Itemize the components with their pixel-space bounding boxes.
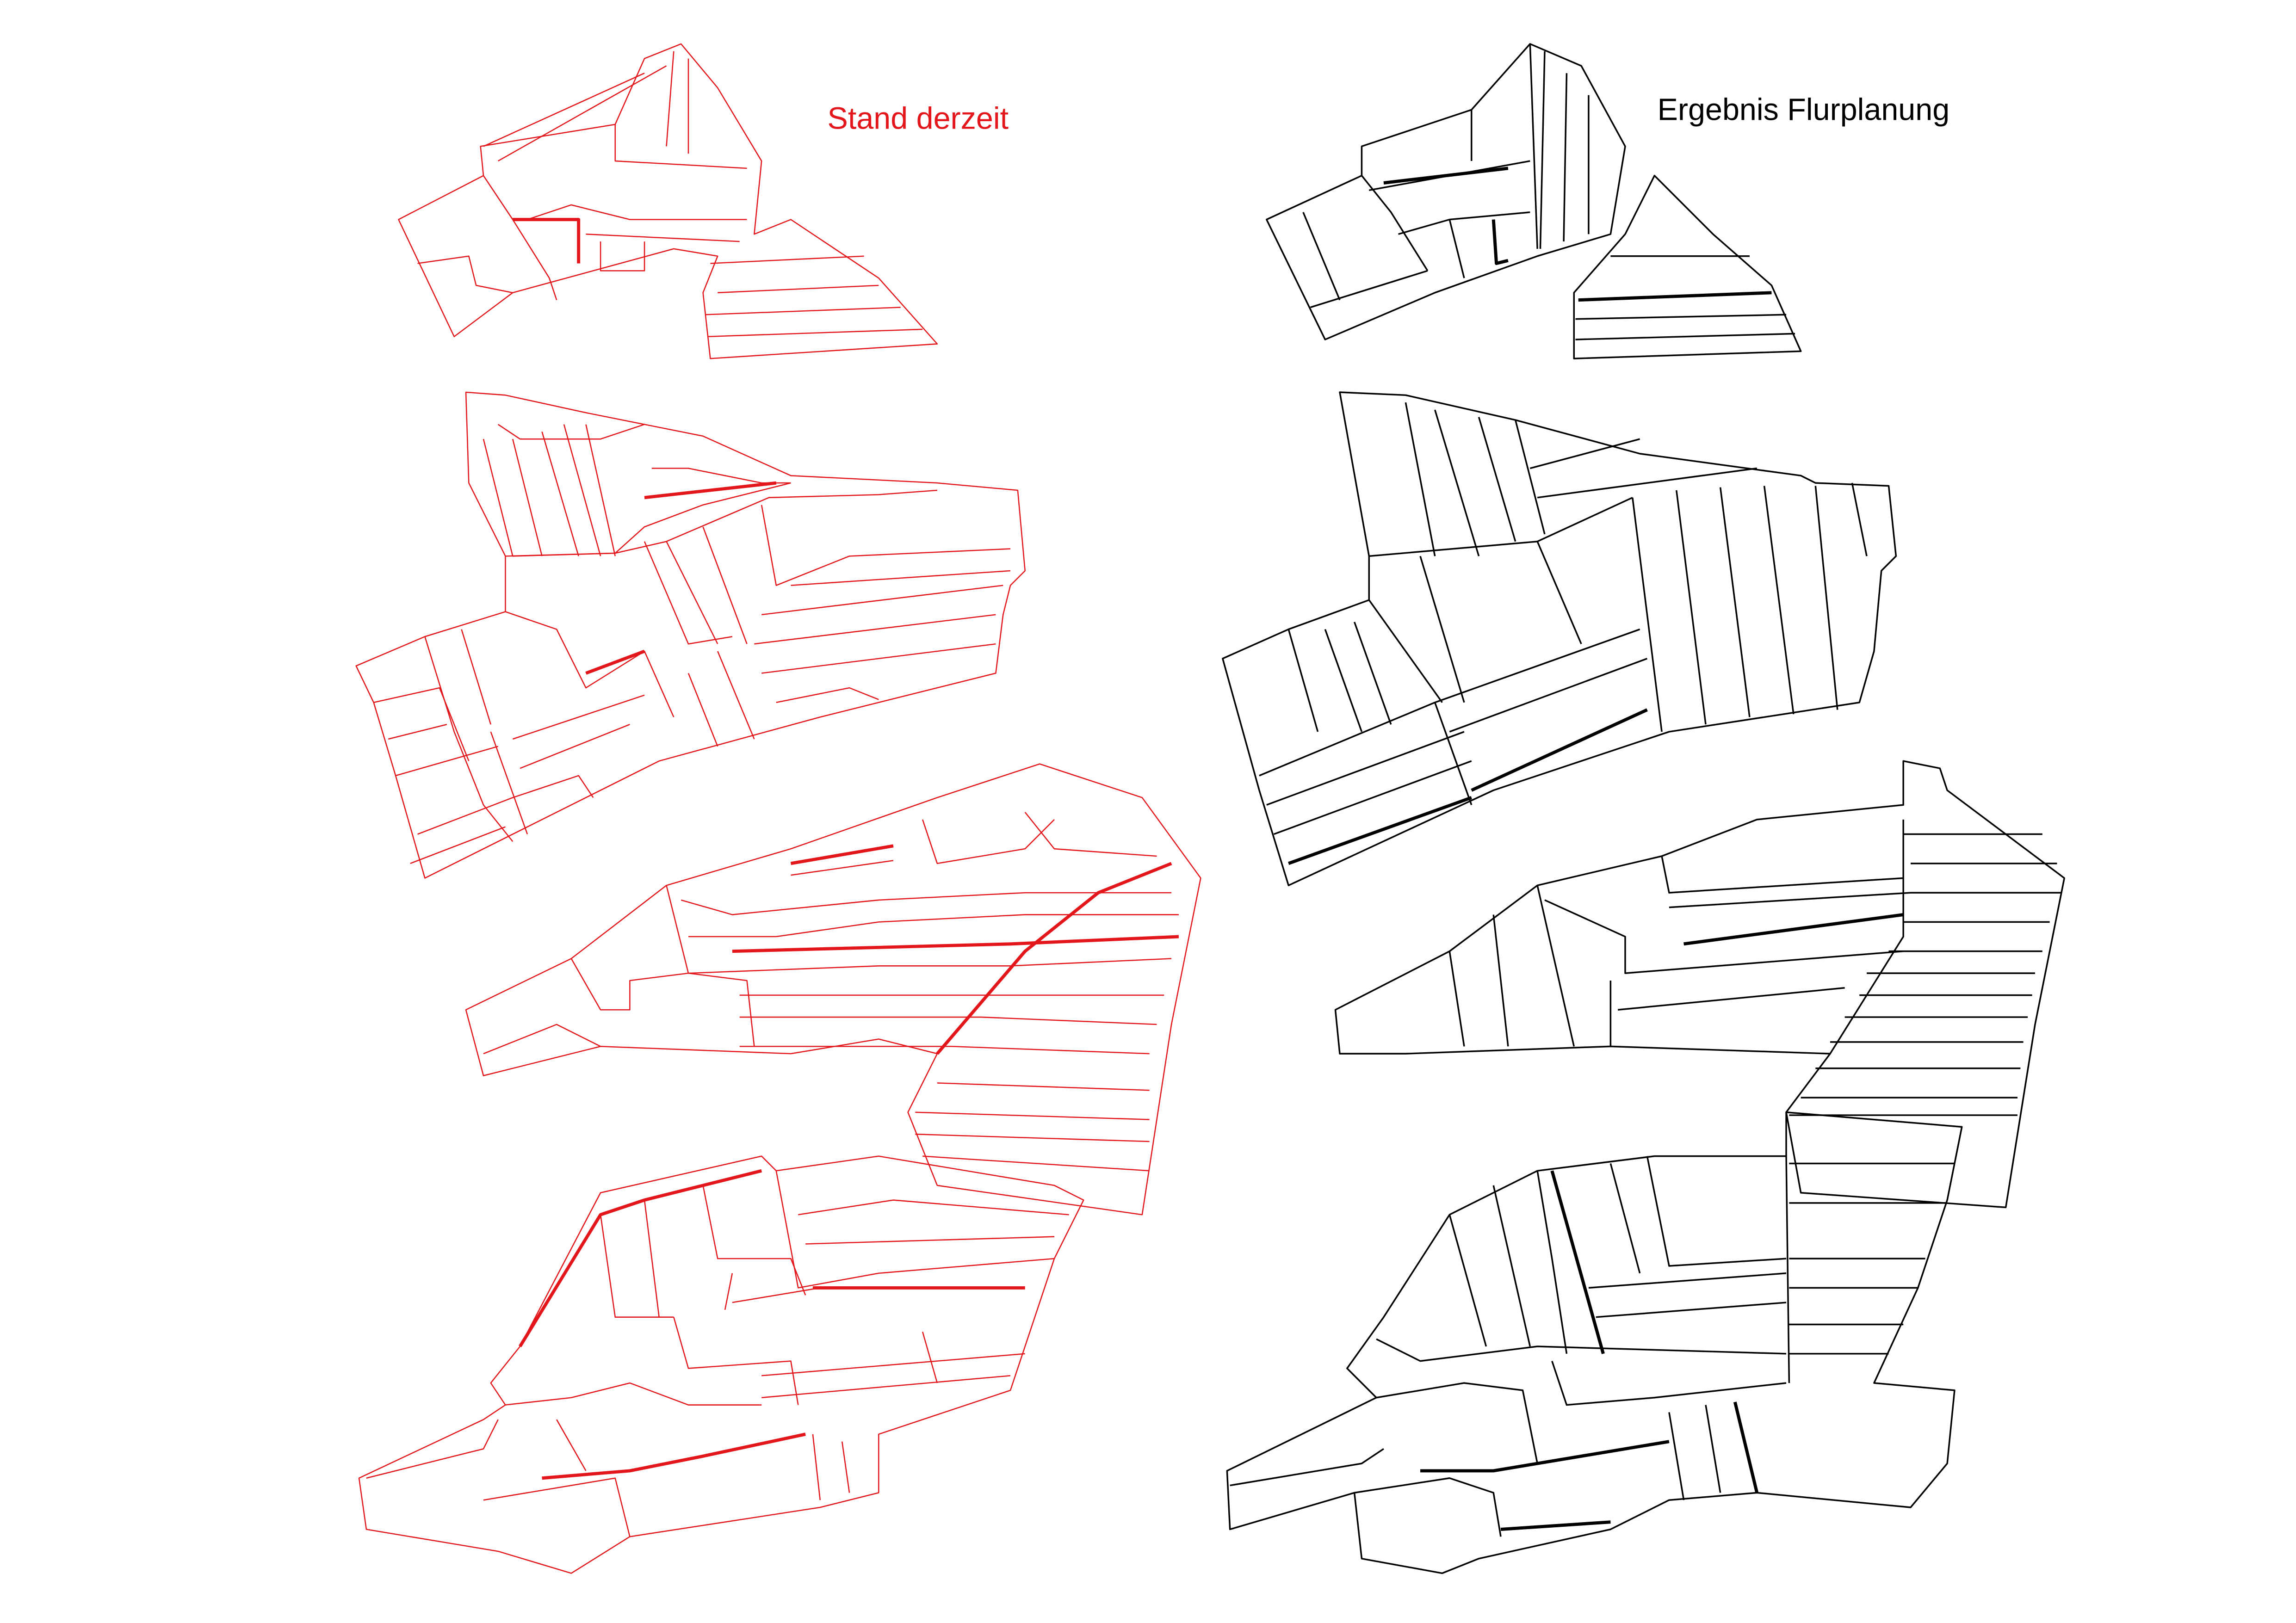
planned-parcel-cluster-1 bbox=[1266, 43, 1626, 340]
current-parcel-cluster-4 bbox=[358, 1155, 1084, 1574]
current-state-title: Stand derzeit bbox=[828, 101, 1009, 136]
planned-parcel-cluster-2 bbox=[1222, 391, 1897, 887]
current-parcel-cluster-2 bbox=[355, 391, 1026, 879]
current-parcel-cluster-3 bbox=[465, 763, 1201, 1216]
planned-parcel-cluster-1b bbox=[1573, 174, 1802, 359]
planned-parcel-cluster-4 bbox=[1226, 1111, 1963, 1574]
planned-parcel-cluster-3 bbox=[1334, 760, 2065, 1209]
planning-result-title: Ergebnis Flurplanung bbox=[1658, 93, 1950, 127]
planned-parcels-map bbox=[1222, 43, 2065, 1574]
current-parcel-cluster-1 bbox=[398, 43, 938, 359]
current-parcels-map bbox=[355, 43, 1201, 1574]
